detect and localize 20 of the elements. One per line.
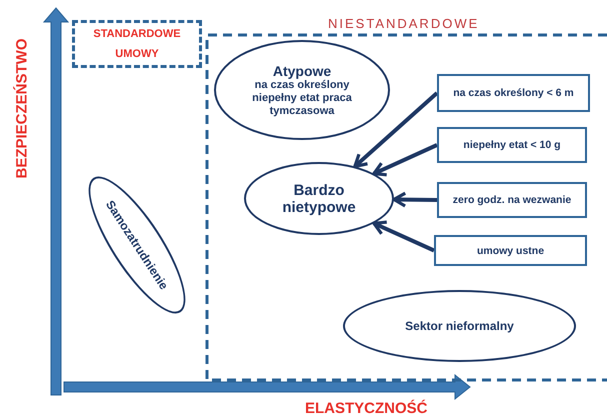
node-title: Bardzo nietypowe (281, 182, 357, 216)
node-title: umowy ustne (476, 244, 544, 256)
node-title: Sektor nieformalny (405, 319, 514, 333)
text-box (437, 182, 587, 218)
node-title: na czas określony < 6 m (453, 87, 574, 99)
dashed-box (72, 20, 202, 68)
text-box (434, 235, 587, 266)
arrow (392, 192, 438, 208)
axis-label: ELASTYCZNOŚĆ (305, 400, 428, 417)
text-box (437, 127, 587, 163)
arrow (372, 143, 438, 176)
node-text: na czas określony niepełny etat praca tymczasowa (251, 78, 353, 118)
arrow (353, 92, 438, 168)
box-title: STANDARDOWE UMOWY (92, 27, 182, 62)
axis-label: BEZPIECZEŃSTWO (14, 38, 30, 178)
arrow (372, 220, 435, 252)
text-box (437, 74, 590, 112)
node-title: niepełny etat < 10 g (463, 139, 561, 151)
node-title: zero godz. na wezwanie (452, 194, 572, 206)
node-title: Atypowe (272, 62, 332, 78)
